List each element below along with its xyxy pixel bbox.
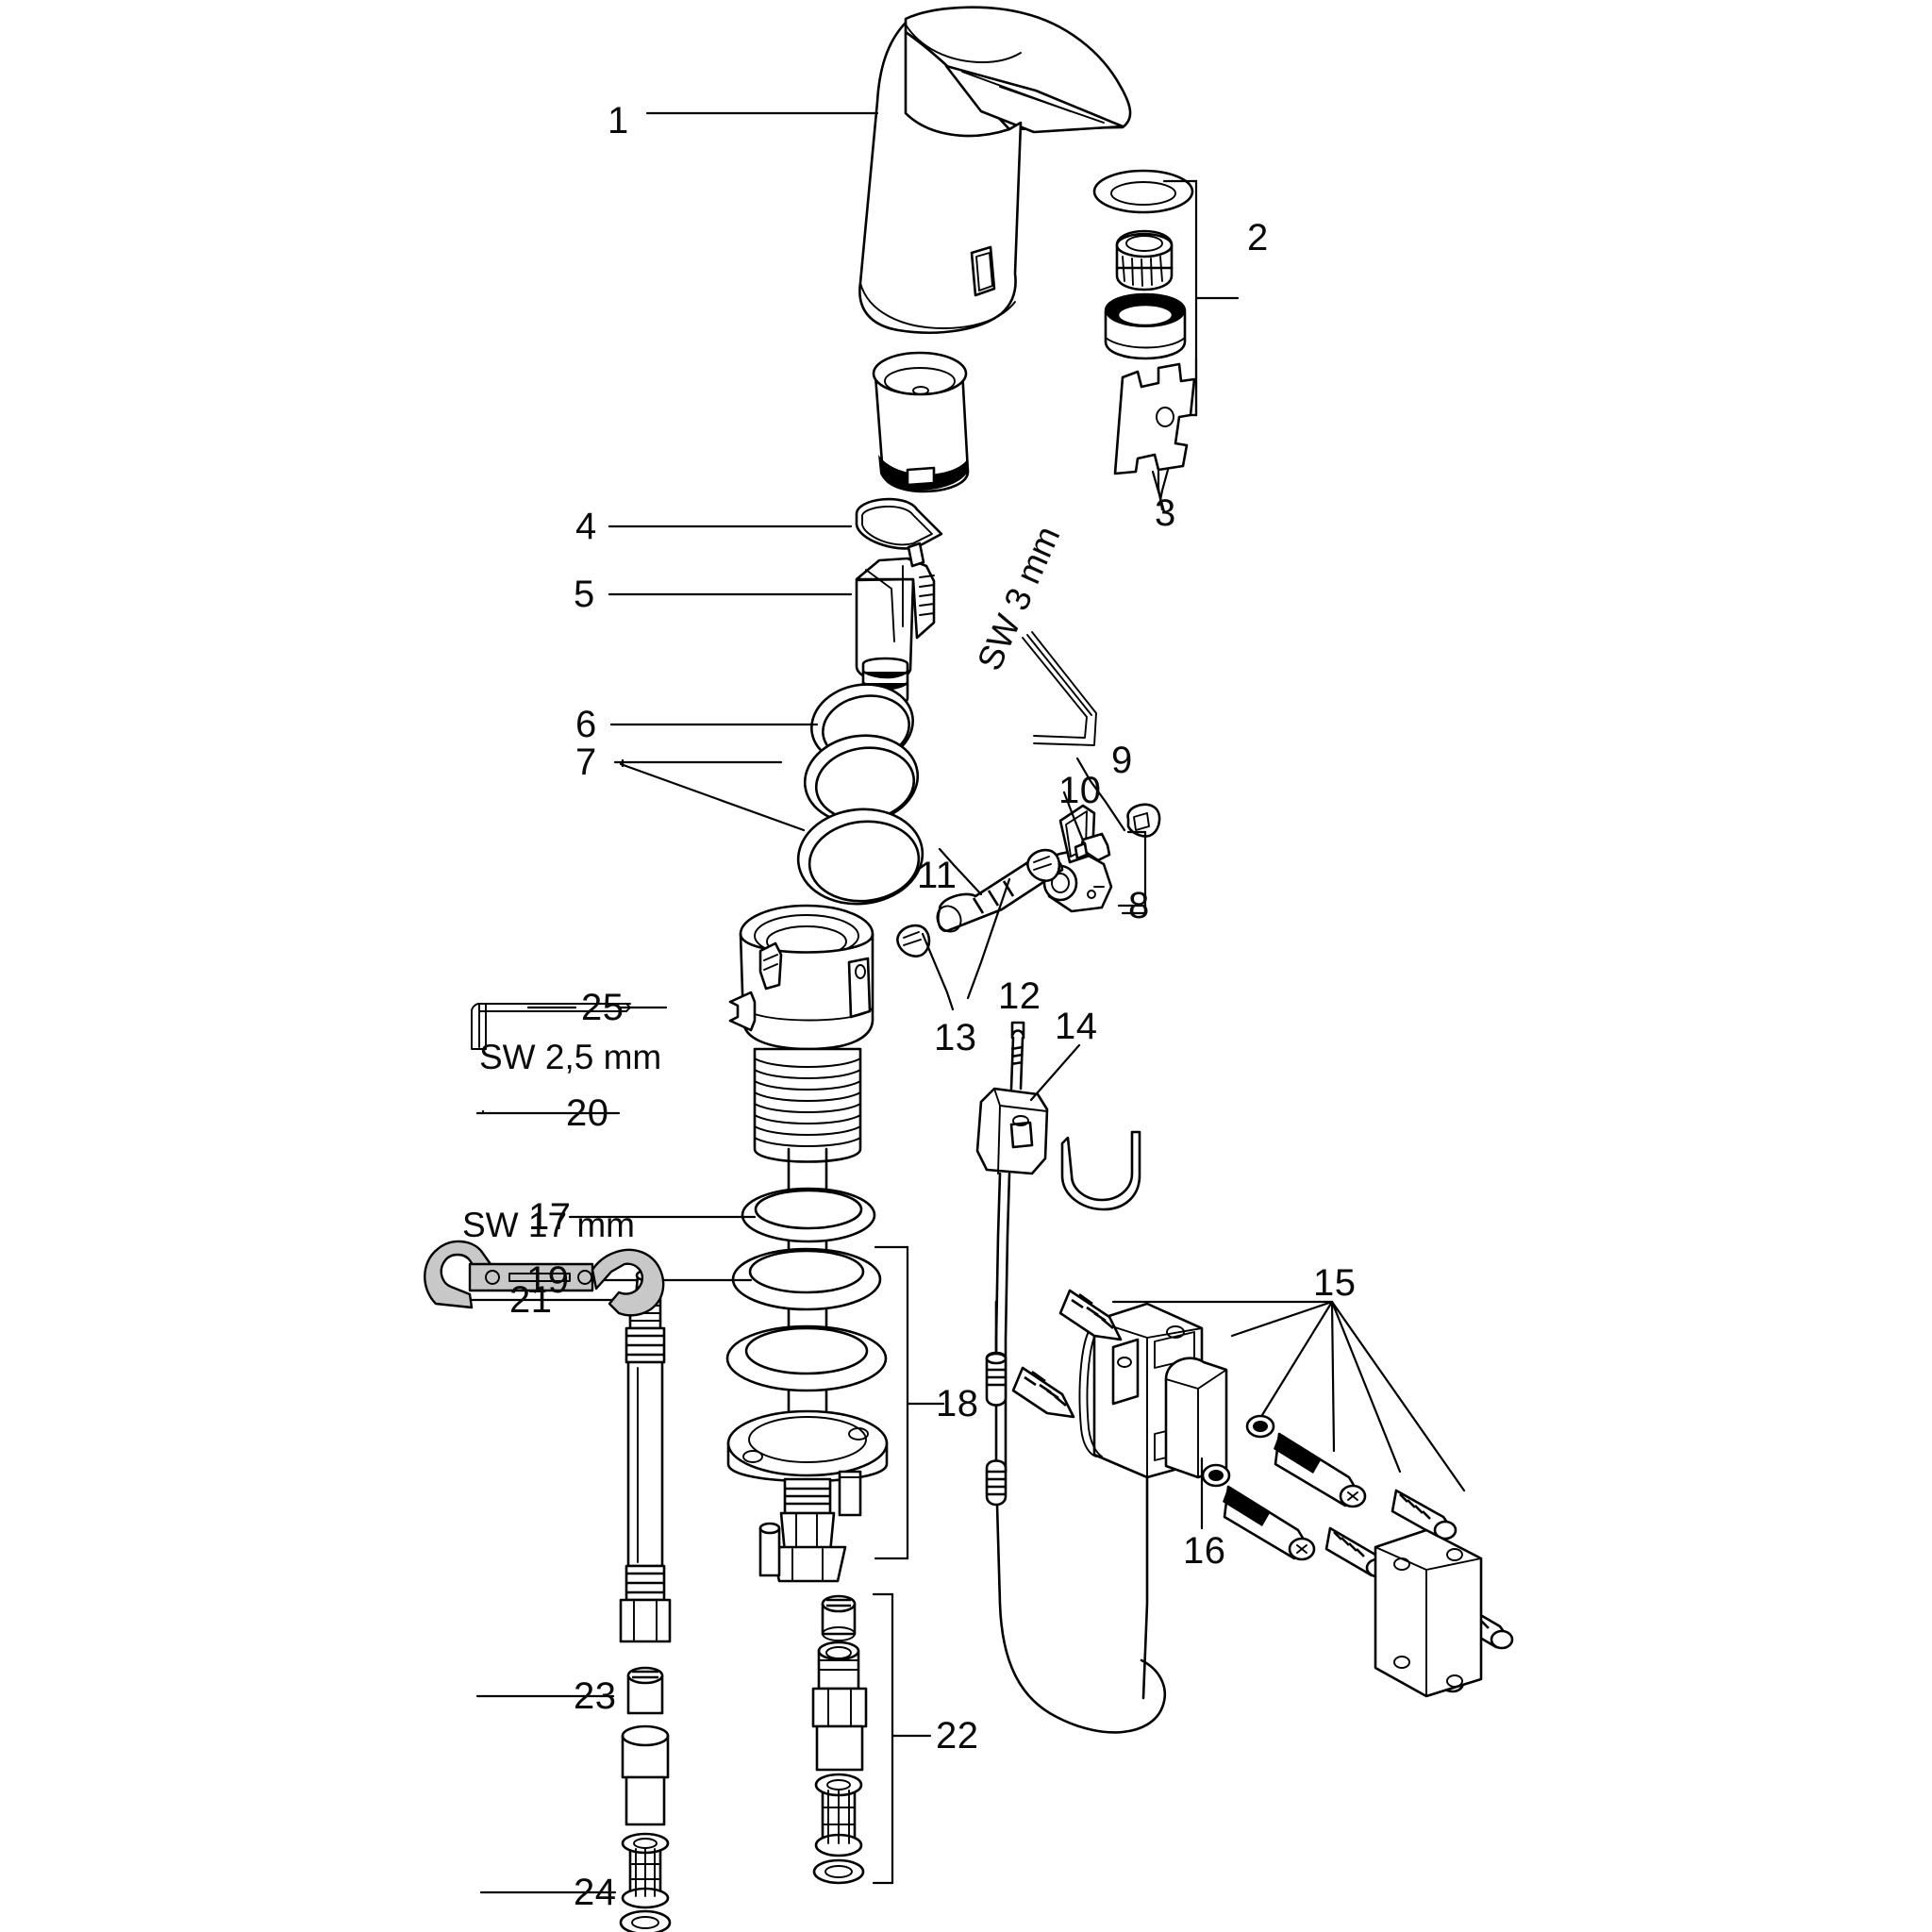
part-22-filter-connector-set xyxy=(811,1592,932,1885)
long-screw-1 xyxy=(1274,1432,1367,1508)
open-end-wrench-17mm-icon xyxy=(424,1240,665,1317)
part-19-base-gasket xyxy=(566,1247,882,1311)
tool-label-sw17mm: SW 17 mm xyxy=(462,1206,635,1244)
callout-14: 14 xyxy=(1055,1006,1098,1047)
callout-20: 20 xyxy=(566,1092,609,1134)
part-16-power-supply-unit xyxy=(1078,1302,1228,1700)
part-3-aerator-key-tool xyxy=(1113,357,1198,511)
allen-key-3mm-icon xyxy=(1022,631,1097,746)
callout-2: 2 xyxy=(1247,217,1269,258)
callout-17: 17 xyxy=(528,1196,572,1238)
callout-10: 10 xyxy=(1058,770,1102,811)
callout-1: 1 xyxy=(608,100,629,142)
callout-9: 9 xyxy=(1111,740,1133,781)
long-screw-2 xyxy=(1223,1485,1316,1561)
part-24-seal-ring-bottom xyxy=(479,1832,672,1932)
part-23-filter-insert xyxy=(475,1666,664,1715)
part-4-retaining-clip xyxy=(608,497,943,550)
callout-3: 3 xyxy=(1155,492,1176,534)
part-15-wall-fixing-set xyxy=(1011,1289,1514,1698)
part-2-aerator-assembly xyxy=(1092,169,1240,417)
part-18-mounting-set xyxy=(725,1245,945,1583)
callout-23: 23 xyxy=(574,1675,617,1717)
hose-lower-sleeve xyxy=(621,1724,670,1826)
part-8-angle-valve-assembly xyxy=(896,757,1161,1011)
callout-25: 25 xyxy=(581,987,625,1028)
callout-18: 18 xyxy=(936,1383,979,1424)
cable-connector-nipples xyxy=(985,1300,1008,1507)
callout-21: 21 xyxy=(509,1279,553,1321)
callout-16: 16 xyxy=(1183,1530,1226,1572)
sensor-module-housing xyxy=(872,351,970,493)
part-25-grub-screw xyxy=(526,991,757,1032)
callout-6: 6 xyxy=(575,704,597,745)
callout-11: 11 xyxy=(917,855,958,896)
callout-24: 24 xyxy=(574,1872,617,1913)
callout-13: 13 xyxy=(934,1017,977,1058)
callout-4: 4 xyxy=(575,506,597,547)
callout-22: 22 xyxy=(936,1715,979,1757)
callout-19: 19 xyxy=(526,1259,570,1301)
callout-15: 15 xyxy=(1313,1262,1357,1304)
callout-5: 5 xyxy=(574,574,595,615)
allen-key-2_5mm-icon xyxy=(471,1003,631,1050)
part-17-sealing-ring xyxy=(568,1187,876,1243)
part-1-sensor-spout-body xyxy=(645,6,1132,334)
callout-8: 8 xyxy=(1128,885,1150,926)
tool-label-sw25mm: SW 2,5 mm xyxy=(479,1038,662,1076)
part-14-sensor-cable-connector xyxy=(975,1021,1167,1734)
callout-12: 12 xyxy=(998,975,1041,1017)
part-7-o-ring-set xyxy=(613,734,924,906)
short-screw-1 xyxy=(1391,1489,1457,1541)
callout-7: 7 xyxy=(575,741,597,783)
part-20-flexible-hose xyxy=(475,1109,672,1643)
